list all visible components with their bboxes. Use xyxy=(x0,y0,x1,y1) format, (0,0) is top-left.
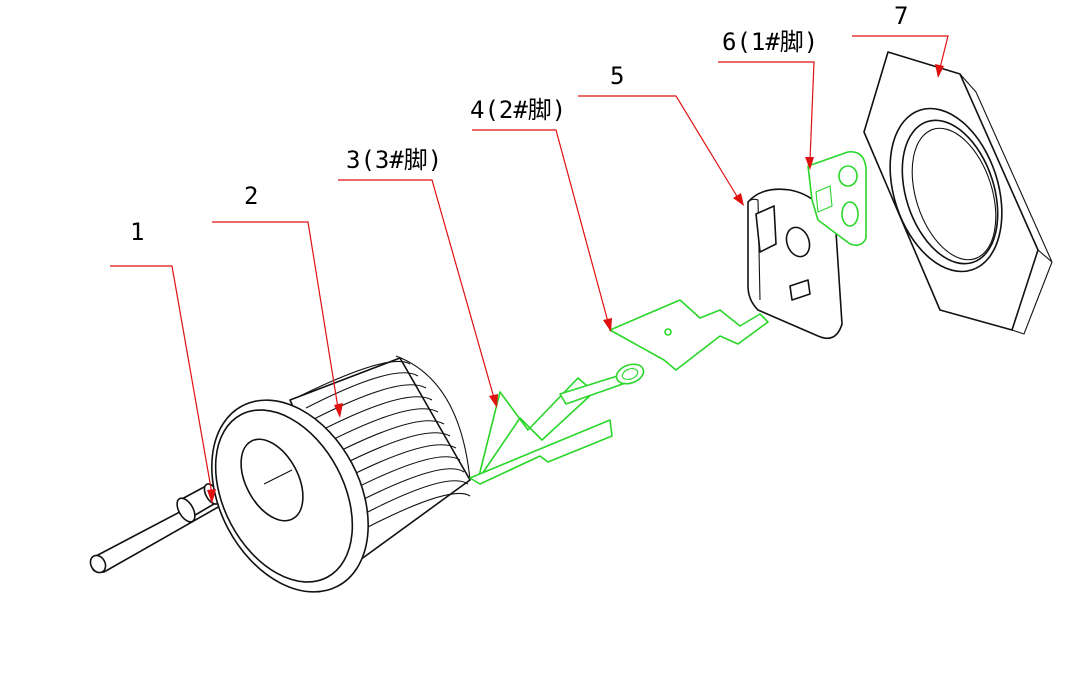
part-7-hex-nut xyxy=(863,51,1053,335)
leader-7 xyxy=(852,35,949,78)
callout-label-4: 4(2#脚) xyxy=(470,96,566,124)
part-6-terminal-1 xyxy=(807,151,867,246)
leader-lines xyxy=(110,35,949,504)
leader-2 xyxy=(212,221,343,418)
part-2-threaded-body xyxy=(211,355,471,593)
callout-label-6: 6(1#脚) xyxy=(722,28,818,56)
callout-label-1: 1 xyxy=(130,218,144,246)
callout-labels: 1 2 3(3#脚) 4(2#脚) 5 6(1#脚) 7 xyxy=(130,2,908,246)
leader-6 xyxy=(718,61,815,170)
callout-label-2: 2 xyxy=(244,182,258,210)
callout-label-5: 5 xyxy=(610,62,624,90)
callout-label-7: 7 xyxy=(894,2,908,30)
leader-1 xyxy=(110,265,216,504)
leader-3 xyxy=(338,179,498,408)
part-5-insulator-disc xyxy=(747,188,843,340)
part-3-terminal-3 xyxy=(469,363,645,485)
leader-5 xyxy=(578,95,744,206)
leader-4 xyxy=(472,129,612,332)
callout-label-3: 3(3#脚) xyxy=(346,146,442,174)
